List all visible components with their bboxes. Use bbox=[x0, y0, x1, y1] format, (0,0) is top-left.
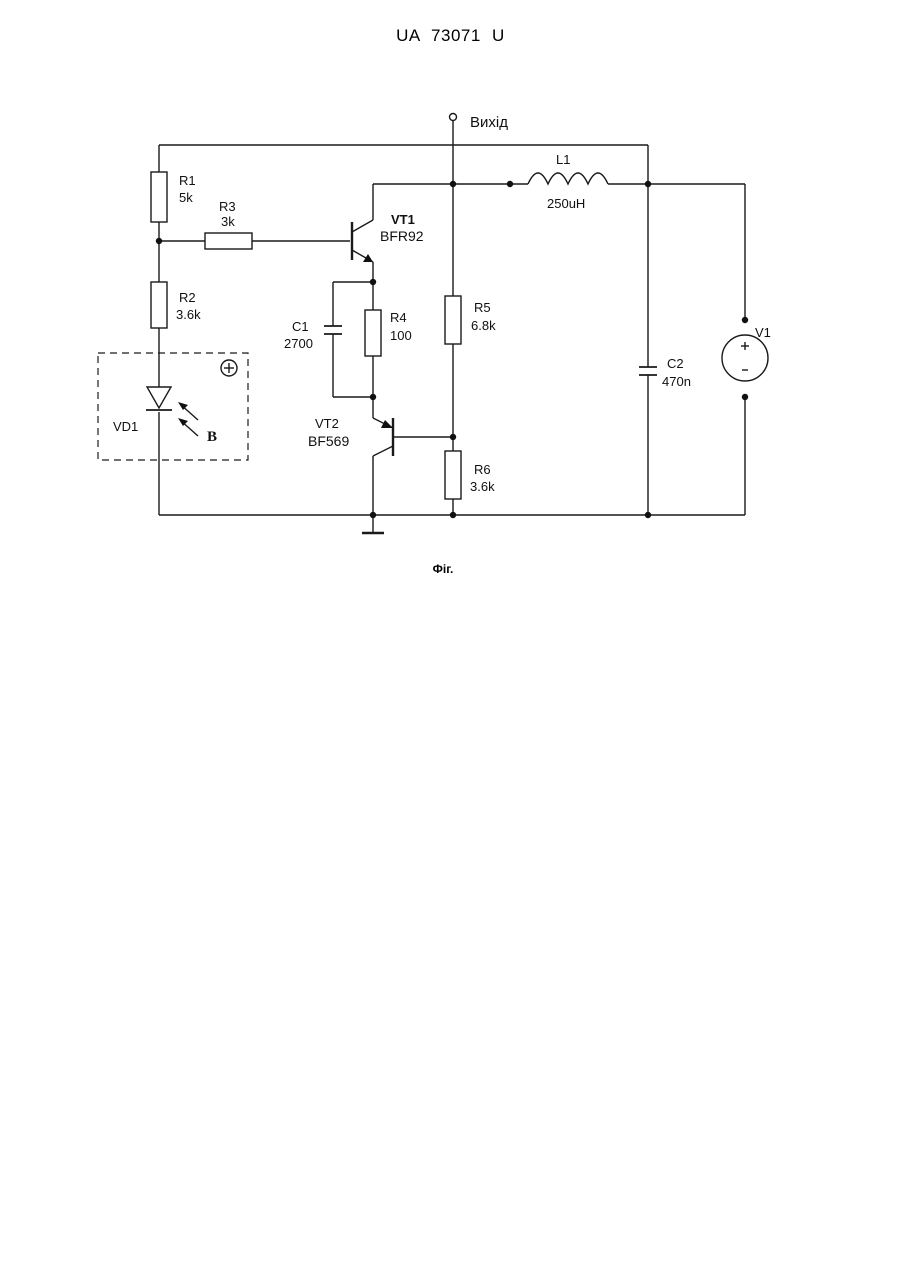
resistor-r6: R6 3.6k bbox=[445, 451, 495, 499]
resistor-r4: R4 100 bbox=[365, 310, 412, 356]
voltage-source-v1: V1 bbox=[722, 325, 771, 381]
r5-ref: R5 bbox=[474, 300, 491, 315]
c2-value: 470n bbox=[662, 374, 691, 389]
r4-value: 100 bbox=[390, 328, 412, 343]
c2-ref: C2 bbox=[667, 356, 684, 371]
output-terminal: Вихід bbox=[450, 114, 509, 132]
r2-value: 3.6k bbox=[176, 307, 201, 322]
light-label: B bbox=[207, 429, 217, 445]
r6-value: 3.6k bbox=[470, 479, 495, 494]
r3-value: 3k bbox=[221, 214, 235, 229]
r4-ref: R4 bbox=[390, 310, 407, 325]
circuit-schematic: Вихід R1 5k R2 3.6k R3 3k VT1 BFR92 C1 2… bbox=[0, 0, 901, 600]
resistor-r2: R2 3.6k bbox=[151, 282, 201, 328]
plus-circle-icon bbox=[221, 360, 237, 376]
resistor-r5: R5 6.8k bbox=[445, 296, 496, 344]
light-arrow-icon bbox=[178, 402, 198, 436]
r1-value: 5k bbox=[179, 190, 193, 205]
vt1-value: BFR92 bbox=[380, 228, 424, 244]
figure-caption: Фіг. bbox=[0, 562, 886, 576]
output-label: Вихід bbox=[470, 114, 508, 131]
l1-ref: L1 bbox=[556, 152, 570, 167]
c1-value: 2700 bbox=[284, 336, 313, 351]
resistor-r3: R3 3k bbox=[205, 199, 252, 249]
transistor-vt1: VT1 BFR92 bbox=[352, 212, 424, 262]
transistor-vt2: VT2 BF569 bbox=[308, 416, 393, 456]
vt2-ref: VT2 bbox=[315, 416, 339, 431]
inductor-l1: L1 250uH bbox=[528, 152, 608, 211]
capacitor-c2: C2 470n bbox=[639, 356, 691, 389]
r5-value: 6.8k bbox=[471, 318, 496, 333]
l1-value: 250uH bbox=[547, 196, 585, 211]
r2-ref: R2 bbox=[179, 290, 196, 305]
r1-ref: R1 bbox=[179, 173, 196, 188]
vd1-ref: VD1 bbox=[113, 419, 138, 434]
vt2-value: BF569 bbox=[308, 433, 349, 449]
r3-ref: R3 bbox=[219, 199, 236, 214]
c1-ref: C1 bbox=[292, 319, 309, 334]
r6-ref: R6 bbox=[474, 462, 491, 477]
v1-ref: V1 bbox=[755, 325, 771, 340]
resistor-r1: R1 5k bbox=[151, 172, 196, 222]
vt1-ref: VT1 bbox=[391, 212, 415, 227]
photodiode-block: VD1 B bbox=[98, 353, 248, 460]
